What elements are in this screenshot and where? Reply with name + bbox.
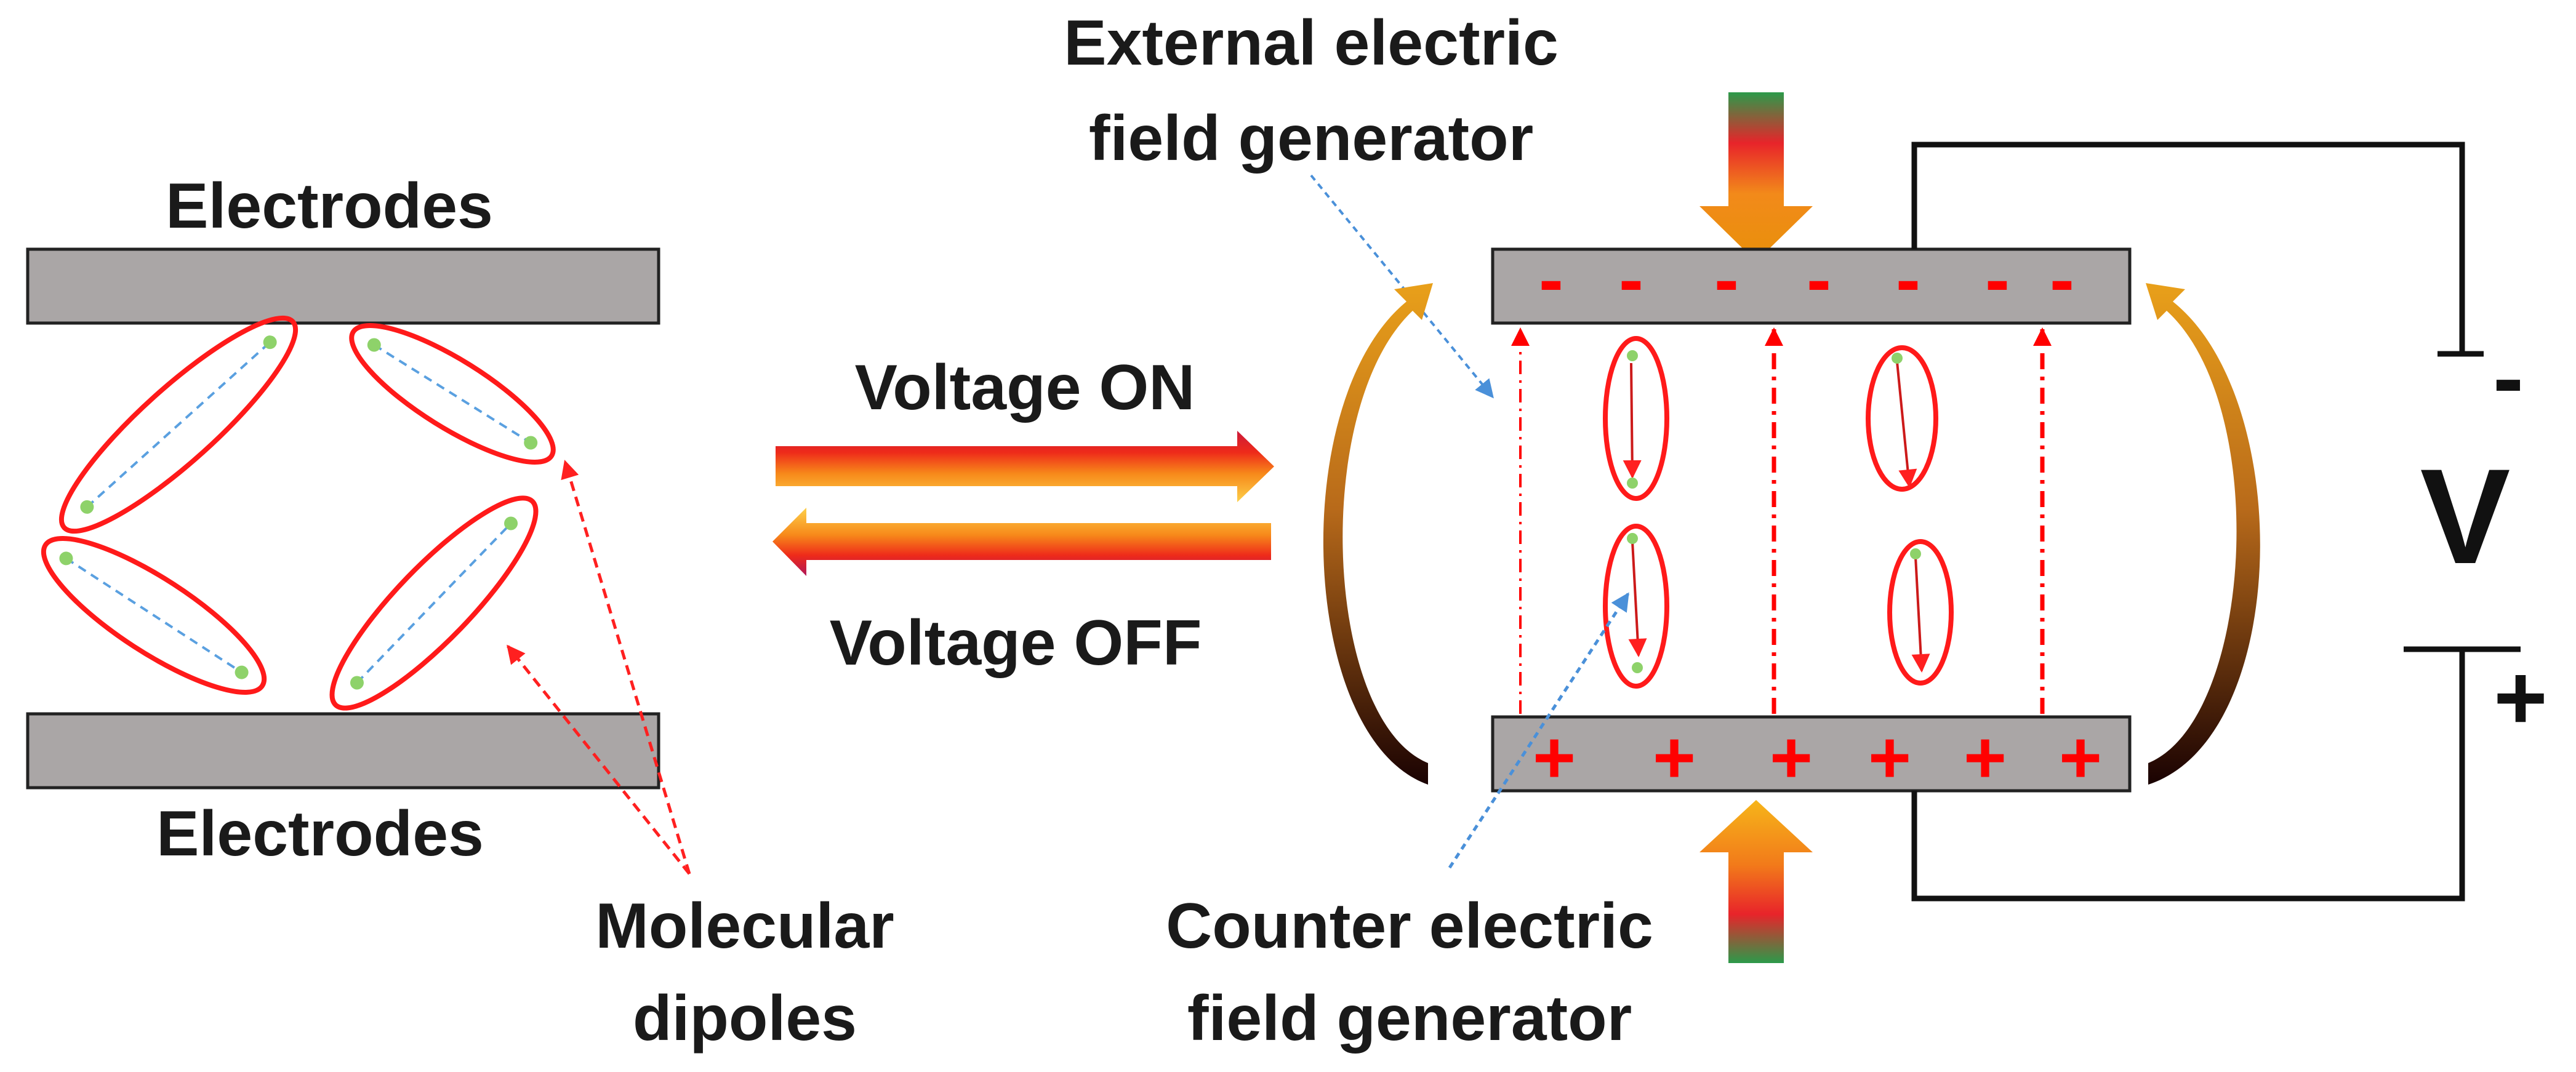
negative-charge: -	[1714, 238, 1739, 321]
battery-circuit: - V +	[1911, 142, 2548, 902]
voltage-off-label: Voltage OFF	[830, 607, 1202, 679]
voltage-on-arrow	[776, 431, 1274, 502]
counter-generator-label-line2: field generator	[1187, 983, 1632, 1054]
positive-charge: +	[1964, 716, 2007, 799]
electrodes-top-label: Electrodes	[166, 170, 493, 242]
wire-top	[1911, 142, 2465, 354]
positive-charge: +	[1653, 716, 1696, 799]
external-field-arrow	[1699, 92, 1813, 262]
positive-charge: +	[1533, 716, 1576, 799]
negative-charge: -	[1985, 238, 2010, 321]
counter-generator-label-line1: Counter electric	[1166, 890, 1653, 962]
dipole-left-1	[58, 315, 299, 534]
molecular-dipoles-label-line1: Molecular	[595, 890, 894, 962]
pointer-dipole-2	[507, 644, 691, 875]
negative-charge: -	[2050, 238, 2074, 321]
positive-charge: +	[1770, 716, 1813, 799]
pointer-external-generator	[1310, 174, 1494, 399]
dipole-left-2	[349, 323, 556, 465]
dipole-left-3	[41, 536, 267, 695]
positive-charge: +	[2059, 716, 2102, 799]
negative-charge: -	[1807, 238, 1831, 321]
voltage-off-arrow	[772, 508, 1271, 576]
negative-charge: -	[1896, 238, 1920, 321]
charged-top-plate	[1491, 247, 2132, 325]
aligned-dipole-4	[1887, 539, 1954, 686]
right-curved-arrow	[2146, 283, 2260, 785]
voltage-switch: Voltage ON Voltage OFF	[772, 352, 1274, 679]
external-generator-label-line1: External electric	[1064, 7, 1559, 79]
negative-charge: -	[1539, 238, 1563, 321]
pointer-dipole-1	[561, 460, 691, 874]
counter-field-arrow	[1699, 800, 1813, 963]
dipole-left-4	[329, 495, 539, 711]
charged-bottom-plate	[1491, 715, 2132, 793]
wire-bottom	[1911, 649, 2465, 902]
aligned-dipole-3	[1603, 524, 1669, 689]
top-plate-charges: - - - - - - -	[1539, 238, 2074, 321]
field-lines	[1511, 327, 2052, 714]
negative-charge: -	[1619, 238, 1643, 321]
voltage-on-label: Voltage ON	[855, 352, 1195, 423]
right-panel: External electric field generator - - - …	[1064, 7, 2548, 1054]
aligned-dipole-2	[1866, 345, 1938, 492]
electrodes-bottom-label: Electrodes	[156, 798, 484, 870]
left-panel: Electrodes Electrodes Molecular	[26, 170, 894, 1054]
battery-minus-label: -	[2493, 326, 2524, 429]
battery-voltage-label: V	[2420, 441, 2511, 592]
molecular-dipoles-label-line2: dipoles	[633, 983, 857, 1054]
battery-plus-label: +	[2494, 646, 2548, 749]
electrode-top-plate	[26, 247, 660, 325]
positive-charge: +	[1868, 716, 1911, 799]
aligned-dipole-1	[1603, 336, 1669, 501]
electrode-bottom-plate	[26, 712, 660, 790]
external-generator-label-line2: field generator	[1089, 103, 1533, 174]
left-curved-arrow	[1323, 283, 1433, 785]
bottom-plate-charges: + + + + + +	[1533, 716, 2102, 799]
